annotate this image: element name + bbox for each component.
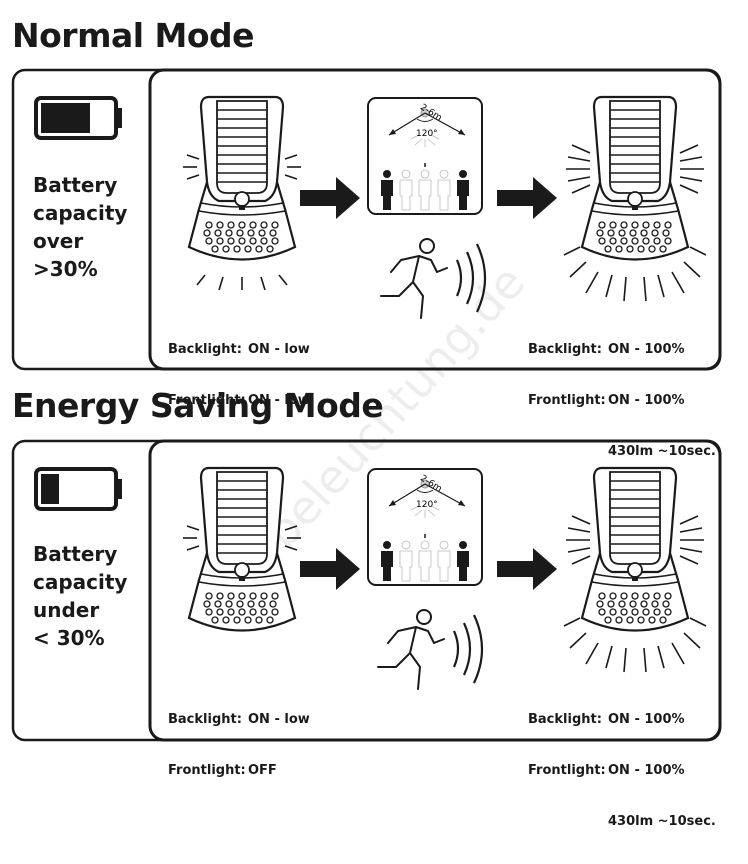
motion-sensor-range-icon: [367, 97, 483, 215]
frontlight-label: Frontlight:: [168, 763, 246, 778]
frontlight-value: ON - 100%: [608, 763, 685, 778]
inner-frame: [148, 439, 722, 742]
light-rays-back-only-icon: [183, 525, 301, 551]
lamp-dim-icon: [187, 466, 297, 632]
battery-text-line: Battery: [33, 173, 118, 197]
lamp-dim-icon: [187, 95, 297, 261]
backlight-label: Backlight:: [168, 342, 242, 357]
motion-sensor-range-icon: [367, 468, 483, 586]
normal-mode-title: Normal Mode: [12, 16, 255, 55]
energy-saving-mode-title: Energy Saving Mode: [12, 386, 384, 425]
arrow-right-icon: [497, 548, 557, 590]
battery-fill: [41, 474, 59, 504]
backlight-value: ON - low: [248, 342, 310, 357]
backlight-label: Backlight:: [168, 712, 242, 727]
battery-condition: Battery capacity over >30%: [33, 171, 143, 283]
after-caption: Backlight:ON - 100% Frontlight:ON - 100%…: [528, 677, 716, 864]
before-caption: Backlight: ON - low Frontlight:OFF: [168, 677, 310, 813]
battery-text-line: under: [33, 598, 100, 622]
backlight-value: ON - 100%: [608, 342, 685, 357]
before-caption: Backlight:ON - low Frontlight:ON - low: [168, 307, 310, 443]
inner-frame: [148, 68, 722, 371]
battery-text-line: >30%: [33, 257, 98, 281]
battery-text-line: Battery: [33, 542, 118, 566]
frontlight-value: ON - 100%: [608, 393, 685, 408]
frontlight-label: Frontlight:: [528, 763, 606, 778]
battery-text-line: capacity: [33, 570, 128, 594]
battery-condition: Battery capacity under < 30%: [33, 540, 143, 652]
backlight-label: Backlight:: [528, 342, 602, 357]
lumen-duration: 430lm ~10sec.: [608, 814, 716, 829]
running-person-icon: [379, 237, 487, 320]
battery-text-line: capacity: [33, 201, 128, 225]
sensor-angle-label: 120°: [416, 129, 438, 139]
backlight-value: ON - low: [248, 712, 310, 727]
battery-text-line: over: [33, 229, 84, 253]
lamp-bright-icon: [580, 466, 690, 632]
energy-saving-mode-graphic: 2-6m 120°: [11, 439, 722, 742]
arrow-right-icon: [300, 548, 360, 590]
battery-icon: [34, 96, 122, 140]
frontlight-label: Frontlight:: [168, 393, 246, 408]
battery-icon: [34, 467, 122, 511]
lumen-duration: 430lm ~10sec.: [608, 444, 716, 459]
battery-fill: [41, 103, 90, 133]
backlight-label: Backlight:: [528, 712, 602, 727]
lamp-bright-icon: [580, 95, 690, 261]
running-person-icon: [376, 608, 484, 691]
frontlight-value: ON - low: [248, 393, 310, 408]
sensor-angle-label: 120°: [416, 500, 438, 510]
battery-text-line: < 30%: [33, 626, 105, 650]
normal-mode-graphic: 2-6m 120°: [11, 68, 722, 371]
energy-saving-mode-panel: 2-6m 120° Battery capacity under < 30% B…: [0, 371, 748, 829]
arrow-right-icon: [300, 177, 360, 219]
frontlight-label: Frontlight:: [528, 393, 606, 408]
after-caption: Backlight:ON - 100% Frontlight:ON - 100%…: [528, 307, 716, 494]
normal-mode-panel: 2-6m 120° Battery capacity over >30% Bac…: [0, 0, 748, 459]
frontlight-value: OFF: [248, 763, 277, 778]
backlight-value: ON - 100%: [608, 712, 685, 727]
arrow-right-icon: [497, 177, 557, 219]
